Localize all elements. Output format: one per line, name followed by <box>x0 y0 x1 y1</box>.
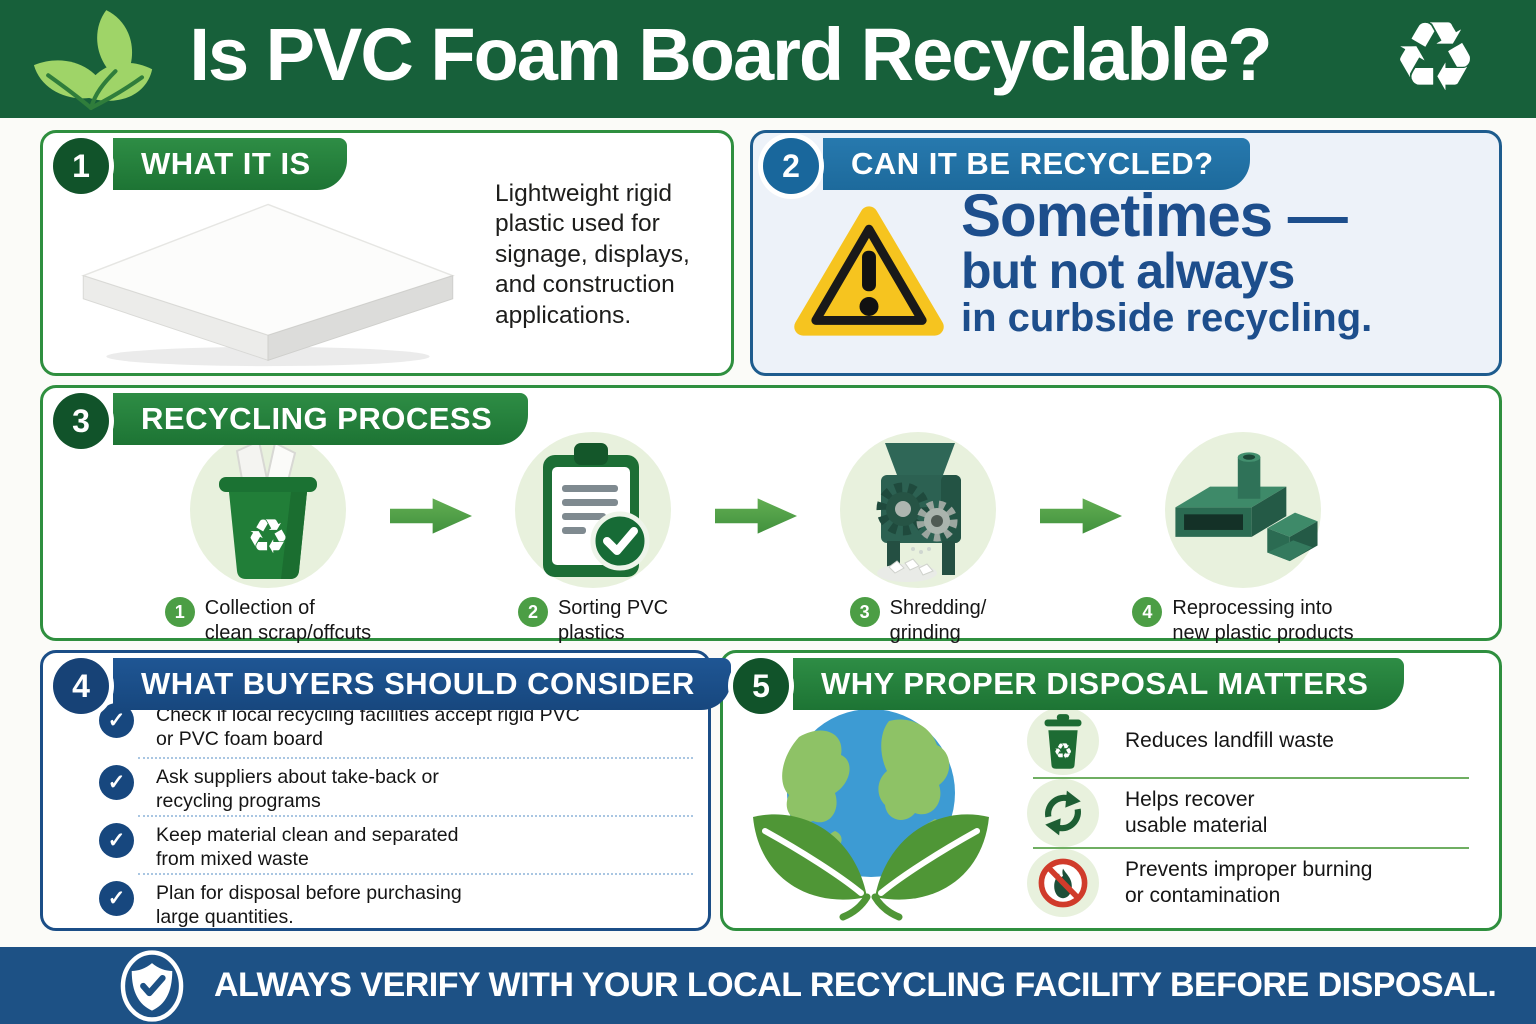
divider <box>1033 847 1469 849</box>
section3-title-ribbon: RECYCLING PROCESS <box>113 393 529 445</box>
section-buyer-considerations: 4 WHAT BUYERS SHOULD CONSIDER ✓ Check if… <box>40 650 731 931</box>
checklist-item: ✓ Keep material clean and separated from… <box>99 823 458 872</box>
process-step-shredding: 3 Shredding/ grinding <box>803 432 1033 646</box>
earth-with-leaves-illustration <box>753 709 989 921</box>
shredder-icon <box>876 443 961 582</box>
process-step-sorting: 2 Sorting PVC plastics <box>478 432 708 646</box>
check-icon: ✓ <box>99 765 134 800</box>
footer-banner: ALWAYS VERIFY WITH YOUR LOCAL RECYCLING … <box>0 947 1536 1024</box>
section-can-it-be-recycled: 2 CAN IT BE RECYCLED? Sometimes — but no… <box>750 130 1502 376</box>
dotted-divider <box>138 873 693 875</box>
impact-item: Helps recover usable material <box>1027 779 1267 847</box>
footer-message: ALWAYS VERIFY WITH YOUR LOCAL RECYCLING … <box>214 966 1497 1004</box>
header: Is PVC Foam Board Recyclable? ♻ <box>0 0 1536 118</box>
warning-triangle-icon <box>794 206 944 336</box>
section5-title-ribbon: WHY PROPER DISPOSAL MATTERS <box>793 658 1405 710</box>
svg-text:♻: ♻ <box>246 509 289 565</box>
process-step-reprocessing: 4 Reprocessing into new plastic products <box>1128 432 1358 646</box>
section-proper-disposal: 5 WHY PROPER DISPOSAL MATTERS ♻ <box>720 650 1502 931</box>
section2-answer: Sometimes — but not always in curbside r… <box>961 185 1372 341</box>
section-recycling-process: 3 RECYCLING PROCESS ♻ 1 Collection of cl… <box>40 385 1502 644</box>
recycle-arrows-icon <box>1045 790 1081 836</box>
section-what-it-is: 1 WHAT IT IS Lightweight rigid plastic u… <box>40 130 734 376</box>
step-number: 2 <box>517 597 548 627</box>
recycle-icon: ♻ <box>1391 1 1478 113</box>
checklist-item: ✓ Ask suppliers about take-back or recyc… <box>99 765 439 814</box>
section2-number-badge: 2 <box>763 138 819 194</box>
section4-title-ribbon: WHAT BUYERS SHOULD CONSIDER <box>113 658 731 710</box>
plastic-profiles-icon <box>1175 452 1318 562</box>
trash-bin-icon: ♻ <box>1044 714 1082 769</box>
step-label: Sorting PVC plastics <box>557 597 669 644</box>
clipboard-check-icon <box>543 443 650 577</box>
arrow-right-icon <box>1040 498 1122 534</box>
section2-title-ribbon: CAN IT BE RECYCLED? <box>823 138 1250 190</box>
page-title: Is PVC Foam Board Recyclable? <box>189 13 1272 96</box>
shield-check-icon <box>120 949 184 1022</box>
section5-number-badge: 5 <box>733 658 789 714</box>
recycling-bin-icon: ♻ <box>219 439 317 579</box>
dotted-divider <box>138 757 693 759</box>
arrow-right-icon <box>715 498 797 534</box>
step-number: 4 <box>1132 597 1163 627</box>
checklist-item: ✓ Check if local recycling facilities ac… <box>99 703 580 752</box>
pvc-foam-board-illustration <box>81 203 455 367</box>
step-number: 3 <box>849 597 880 627</box>
section1-description: Lightweight rigid plastic used for signa… <box>495 180 690 329</box>
section1-number-badge: 1 <box>53 138 109 194</box>
dotted-divider <box>138 815 693 817</box>
step-label: Shredding/ grinding <box>889 597 987 644</box>
process-step-collection: ♻ 1 Collection of clean scrap/offcuts <box>153 432 383 646</box>
checklist-item: ✓ Plan for disposal before purchasing la… <box>99 881 462 930</box>
section3-number-badge: 3 <box>53 393 109 449</box>
impact-item: Prevents improper burning or contaminati… <box>1027 849 1372 917</box>
no-burning-icon <box>1038 858 1088 908</box>
check-icon: ✓ <box>99 823 134 858</box>
answer-line3: in curbside recycling. <box>961 296 1373 341</box>
answer-line1: Sometimes — <box>961 182 1348 249</box>
step-label: Reprocessing into new plastic products <box>1172 597 1354 644</box>
section4-number-badge: 4 <box>53 658 109 714</box>
leaf-icon <box>33 10 153 110</box>
answer-line2: but not always <box>961 243 1295 300</box>
check-icon: ✓ <box>99 881 134 916</box>
step-number: 1 <box>164 597 195 627</box>
step-label: Collection of clean scrap/offcuts <box>204 597 372 644</box>
divider <box>1033 777 1469 779</box>
section1-title-ribbon: WHAT IT IS <box>113 138 347 190</box>
arrow-right-icon <box>390 498 472 534</box>
svg-text:♻: ♻ <box>1053 740 1072 765</box>
impact-item: ♻ Reduces landfill waste <box>1027 707 1334 775</box>
